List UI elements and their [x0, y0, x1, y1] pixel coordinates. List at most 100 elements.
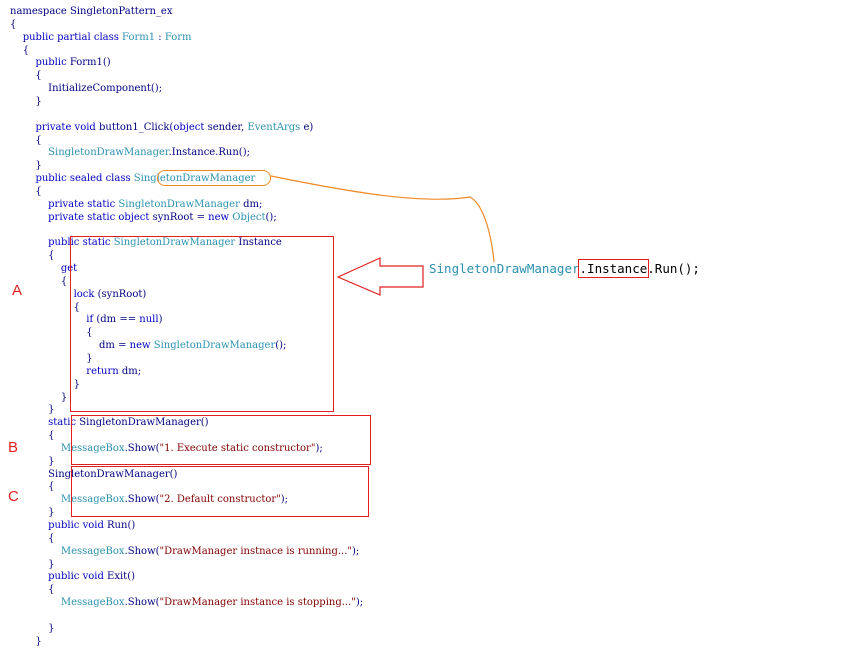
code-token: dm; [121, 365, 142, 377]
code-token: { [10, 185, 42, 197]
code-token: new [208, 211, 233, 223]
code-line: namespace SingletonPattern_ex [10, 5, 172, 18]
code-line: private void button1_Click(object sender… [10, 121, 313, 134]
code-token: (); [265, 211, 277, 223]
code-line: { [10, 480, 55, 493]
code-token: button1_Click( [99, 121, 174, 133]
code-line: MessageBox.Show("1. Execute static const… [10, 442, 323, 455]
label-a: A [12, 282, 23, 299]
code-token: "DrawManager instance is stopping..." [159, 597, 356, 609]
code-token: new [129, 340, 154, 352]
code-token: Object [232, 211, 266, 223]
code-token: } [10, 404, 55, 416]
code-token: } [10, 635, 42, 647]
code-token: (synRoot) [97, 288, 147, 300]
hollow-left-arrow [336, 257, 424, 296]
code-line: } [10, 378, 80, 391]
code-token: } [10, 391, 68, 403]
code-token: public sealed class [35, 173, 134, 184]
code-token: { [10, 44, 30, 56]
code-line: { [10, 44, 29, 57]
code-token: return [86, 365, 122, 377]
code-token: object [173, 121, 208, 133]
code-token: private static [48, 198, 119, 210]
code-line: public void Exit() [10, 570, 135, 583]
code-line: MessageBox.Show("2. Default constructor"… [10, 493, 288, 506]
code-token: { [10, 584, 55, 596]
code-token: "DrawManager instnace is running..." [159, 545, 353, 557]
label-b: B [8, 439, 19, 456]
code-token: MessageBox [60, 597, 125, 609]
code-token: SingletonDrawManager [113, 237, 236, 249]
code-token: static [48, 417, 80, 429]
code-line: } [10, 455, 54, 468]
code-line: MessageBox.Show("DrawManager instnace is… [10, 545, 359, 558]
code-token: .Show( [124, 545, 160, 557]
code-line: { [10, 134, 42, 147]
code-token: dm = [10, 340, 130, 352]
code-line: InitializeComponent(); [10, 82, 162, 95]
code-line: { [10, 185, 42, 198]
code-token: { [10, 250, 55, 262]
code-token: } [10, 378, 80, 390]
code-token: SingletonDrawManager [118, 198, 240, 210]
code-line: static SingletonDrawManager() [10, 416, 208, 429]
code-token: "1. Execute static constructor" [159, 442, 316, 454]
default-constructor-box [71, 466, 369, 517]
code-line: } [10, 159, 42, 172]
code-token: { [10, 134, 42, 146]
code-token: private static object [48, 211, 153, 223]
code-token: (dm == [96, 314, 140, 326]
code-token: null [139, 314, 159, 326]
code-token: namespace SingletonPattern_ex [10, 6, 173, 17]
code-line: dm = new SingletonDrawManager(); [10, 339, 286, 352]
code-token: } [10, 160, 42, 172]
code-token: } [10, 622, 55, 634]
code-token: } [10, 352, 93, 364]
callout-dot: . [579, 261, 588, 276]
code-line: } [10, 622, 55, 635]
code-token: get [60, 263, 78, 274]
code-token: public void [48, 520, 108, 531]
code-line: SingletonDrawManager.Instance.Run(); [10, 146, 250, 159]
code-token: Instance [235, 237, 282, 249]
callout-property: Instance [587, 261, 648, 276]
code-token: EventArgs [247, 121, 304, 133]
code-line: } [10, 403, 55, 416]
code-token: synRoot = [152, 211, 209, 223]
code-token: { [10, 18, 17, 30]
callout-run-call: .Run(); [647, 261, 700, 276]
code-token: .Show( [124, 597, 160, 609]
code-line: { [10, 429, 54, 442]
code-token: MessageBox [60, 494, 125, 506]
code-line: } [10, 95, 41, 108]
code-token: MessageBox [60, 545, 125, 557]
code-token: ); [352, 545, 360, 557]
code-line: private static SingletonDrawManager dm; [10, 198, 262, 211]
code-token: public [35, 57, 70, 69]
instance-property-box [70, 236, 334, 412]
code-token: .Instance.Run(); [168, 147, 250, 159]
code-line: { [10, 532, 55, 545]
code-token: { [10, 532, 55, 544]
code-line: lock (synRoot) [10, 288, 147, 301]
code-token: if [86, 314, 97, 326]
code-line: { [10, 301, 80, 314]
code-line: { [10, 326, 92, 339]
code-line: SingletonDrawManager() [10, 468, 177, 481]
code-line: return dm; [10, 365, 141, 378]
code-token: ); [355, 597, 364, 609]
orange-connector-line [270, 175, 495, 263]
code-line: private static object synRoot = new Obje… [10, 211, 277, 224]
code-token: { [10, 481, 55, 493]
code-line: public sealed class SingletonDrawManager [10, 172, 255, 185]
callout-instance-highlight: .Instance [577, 259, 650, 278]
code-line: MessageBox.Show("DrawManager instance is… [10, 596, 363, 609]
code-token: ) [158, 314, 163, 326]
code-line: } [10, 635, 42, 648]
static-constructor-box [71, 415, 371, 465]
instance-usage-snippet: SingletonDrawManager.Instance.Run(); [429, 259, 700, 278]
code-token: : [155, 31, 165, 43]
code-token: } [10, 507, 55, 519]
